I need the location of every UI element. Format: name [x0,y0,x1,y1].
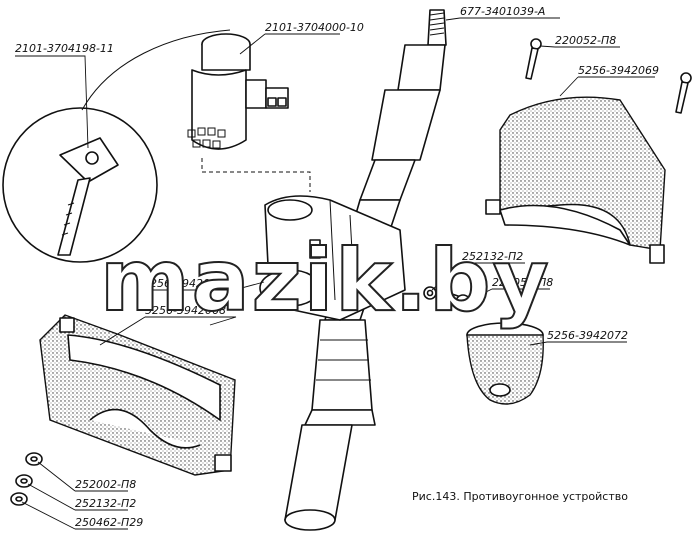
mid-washer-and-screw [423,286,471,310]
label-upper-cover: 5256-3942069 [578,64,659,77]
label-screw-mid: 220050-П8 [492,276,553,289]
label-shaft-top: 677-3401039-A [460,5,545,18]
label-lock-body: 5256-3942044 [143,277,224,290]
upper-cover [485,96,666,264]
label-key: 2101-3704198-11 [15,42,114,55]
label-washer-low: 252132-П2 [75,497,136,510]
figure-caption: Рис.143. Противоугонное устройство [412,490,628,503]
lower-cover [39,314,236,476]
screw-top-right-1 [525,38,542,80]
low-nut-stack [10,452,43,506]
callout-labels: 2101-3704198-11 2101-3704000-10 677-3401… [15,5,659,529]
label-ignition-switch: 2101-3704000-10 [265,21,364,34]
label-lower-cover: 5256-3942068 [145,304,226,317]
key-shape [57,137,119,256]
label-nut: 252002-П8 [75,478,136,491]
leader-lines [15,17,655,530]
label-washer-spring: 250462-П29 [75,516,143,529]
rubber-boot [466,322,544,405]
key-detail [2,29,231,263]
magnifier-circle [2,107,158,263]
label-boot: 5256-3942072 [547,329,628,342]
screw-top-right-2 [675,72,692,114]
ignition-switch [187,33,311,192]
label-washer-mid: 252132-П2 [462,250,523,263]
key-tether-wire [81,29,231,111]
fasteners [10,38,692,506]
label-screw-top: 220052-П8 [555,34,616,47]
lock-body [259,195,406,321]
watermark: mazik.by [100,231,551,331]
